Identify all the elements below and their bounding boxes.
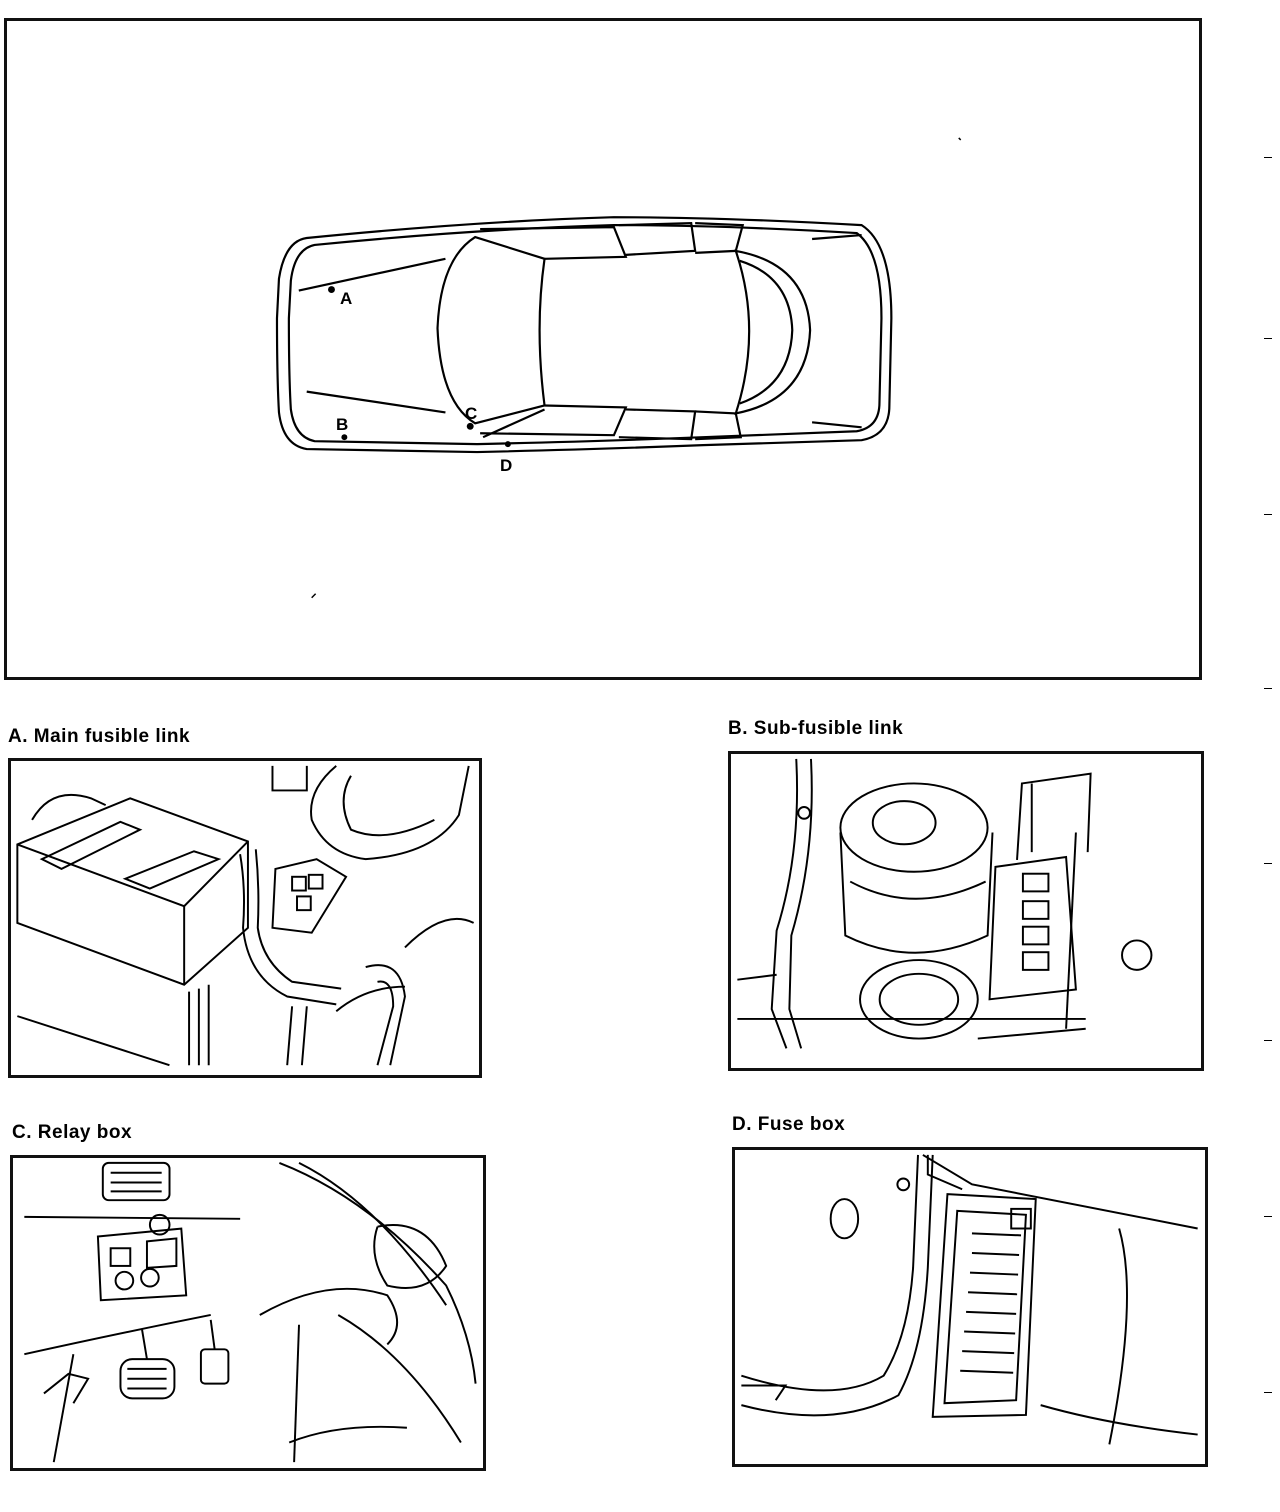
margin-tick bbox=[1264, 688, 1272, 689]
margin-tick bbox=[1264, 863, 1272, 864]
relay-box-illustration bbox=[24, 1161, 477, 1463]
marker-d-label: D bbox=[500, 456, 513, 475]
margin-tick bbox=[1264, 1216, 1272, 1217]
vehicle-location-diagram: A B C D bbox=[4, 18, 1202, 680]
panel-fuse-box bbox=[732, 1147, 1208, 1467]
caption-fuse-box: D. Fuse box bbox=[732, 1114, 846, 1135]
caption-main-fusible-link: A. Main fusible link bbox=[8, 726, 191, 747]
margin-tick bbox=[1264, 1040, 1272, 1041]
main-fusible-link-illustration bbox=[16, 765, 475, 1067]
sub-fusible-link-illustration bbox=[737, 758, 1153, 1049]
panel-sub-fusible-link bbox=[728, 751, 1204, 1071]
caption-sub-fusible-link: B. Sub-fusible link bbox=[728, 718, 904, 739]
marker-c-label: C bbox=[465, 404, 478, 423]
panel-relay-box bbox=[10, 1155, 486, 1471]
marker-a-label: A bbox=[340, 289, 353, 308]
margin-tick bbox=[1264, 1392, 1272, 1393]
marker-b-label: B bbox=[336, 415, 349, 434]
fuse-box-illustration bbox=[741, 1154, 1198, 1445]
margin-tick bbox=[1264, 514, 1272, 515]
margin-tick bbox=[1264, 338, 1272, 339]
panel-main-fusible-link bbox=[8, 758, 482, 1078]
car-top-view bbox=[275, 137, 962, 599]
margin-tick bbox=[1264, 157, 1272, 158]
caption-relay-box: C. Relay box bbox=[12, 1122, 133, 1143]
